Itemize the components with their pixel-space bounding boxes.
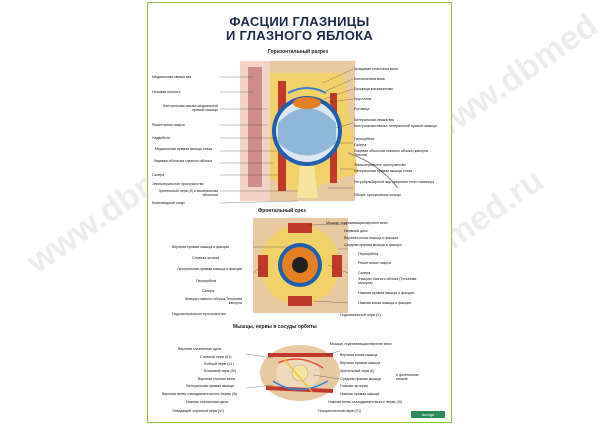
label-front-right-3: Средняя прямая мышца и фасция [344,243,402,247]
frontal-section-illustration [253,218,348,313]
label-muscles-right-2: Верхняя прямая мышца [340,361,381,365]
horizontal-section-illustration [240,61,399,201]
label-front-right-6: Склера [358,271,371,275]
label-horiz-left-9: Зрительный нерв (II) и вагинальная оболо… [158,189,218,197]
label-horiz-left-2: Контрольная связка медиальной прямой мыш… [163,104,218,112]
label-horiz-right-9: Лицевая оболочка глазного яблока (капсул… [354,149,428,157]
label-horiz-right-4: Роговица [354,107,370,111]
label-muscles-left-1: Слезный нерв (V1) [200,355,232,359]
label-horiz-right-7: Периорбита [354,137,375,141]
label-front-left-6: Надосклеральное пространство [172,312,226,316]
label-front-right-5: Решетчатые пазухи [358,261,391,265]
label-horiz-left-7: Склера [152,173,165,177]
label-horiz-left-10: Клиновидный синус [152,201,186,205]
label-muscles-right-0: Мышца, поднимающая верхнее веко [330,342,392,346]
label-muscles-right-8: Носоресничный нерв (V1) [318,409,362,413]
label-front-right-9: Нижняя косая мышца и фасция [358,301,411,305]
label-muscles-left-6: Верхняя ветвь глазодвигательного нерва (… [162,392,238,396]
label-front-left-1: Слезная железа [192,256,220,260]
label-horiz-left-3: Решетчатые пазухи [152,123,185,127]
label-front-left-5: Фасция глазного яблока Тенонова капсула [184,297,242,305]
label-horiz-right-6: Контрольная связка латеральной прямой мы… [354,124,437,128]
label-muscles-right-7: Нижняя ветвь глазодвигательного нерва (I… [328,400,402,404]
label-horiz-right-13: Общее сухожильное кольцо [354,193,401,197]
lens [293,97,321,109]
label-muscles-left-3: Блоковый нерв (IV) [204,369,237,373]
label-horiz-left-8: Эписклеральное пространство [152,182,204,186]
label-muscles-right-4: Средняя прямая мышца [340,377,381,381]
anatomy-poster: ФАСЦИИ ГЛАЗНИЦЫ И ГЛАЗНОГО ЯБЛОКА Горизо… [147,2,452,423]
illustration-layer [219,61,399,401]
label-front-left-4: Склера [202,289,215,293]
label-horiz-right-11: Латеральная прямая мышца глаза [354,169,412,173]
label-front-right-2: Верхняя косая мышца и фасция [344,236,399,240]
label-horiz-right-2: Луковица конъюнктивы [354,87,394,91]
label-muscles-right-6: Нижняя прямая мышца [340,392,380,396]
label-front-right-0: Мышца, поднимающая верхнее веко [326,221,388,225]
label-muscles-left-8: Отводящий черепной нерв (VI) [172,409,224,413]
label-muscles-left-0: Верхняя глазничная щель [178,347,222,351]
label-horiz-right-0: Хрящевая пластинка века [354,67,398,71]
label-horiz-left-6: Лицевая оболочка глазного яблока [153,159,212,163]
label-horiz-left-5: Медиальная прямая мышца глаза [154,147,212,151]
label-horiz-right-8: Склера [354,143,367,147]
label-muscles-bracket: в зрительном канале [396,373,419,381]
section-title-frontal: Фронтальный срез [258,208,306,214]
section-title-muscles: Мышцы, нервы и сосуды орбиты [233,324,317,330]
label-horiz-right-12: Ретробульбарный жир (жировое тело глазни… [354,180,435,184]
label-front-right-7: Фасция глазного яблока (Тенонова капсула… [358,277,417,285]
optic-nerve [297,166,318,198]
title-line-2: И ГЛАЗНОГО ЯБЛОКА [225,28,374,43]
label-muscles-right-3: Зрительный нерв (II) [340,369,375,373]
publisher-logo: doroga [411,411,445,418]
label-front-right-8: Нижняя прямая мышца и фасция [358,291,414,295]
label-muscles-left-2: Лобный нерв (V1) [204,362,234,366]
label-front-right-1: Нервный диск [344,229,368,233]
label-horiz-right-3: Хрусталик [354,97,372,101]
label-muscles-left-4: Верхняя глазная вена [198,377,235,381]
label-front-right-10: Подглазничный нерв (V) [340,313,381,317]
label-horiz-left-1: Носовая полость [152,90,181,94]
label-front-right-4: Периорбита [358,252,379,256]
title-line-1: ФАСЦИИ ГЛАЗНИЦЫ [229,14,370,29]
label-front-left-0: Верхняя прямая мышца и фасция [172,245,230,249]
label-horiz-right-10: Эписклеральное пространство [354,163,406,167]
label-front-left-3: Периорбита [196,279,217,283]
orbit-muscles-illustration [260,345,340,401]
label-muscles-left-5: Латеральная прямая мышца [186,384,235,388]
section-title-horizontal: Горизонтальный разрез [268,49,329,55]
label-muscles-right-5: Глазная артерия [340,384,368,388]
poster-title: ФАСЦИИ ГЛАЗНИЦЫ И ГЛАЗНОГО ЯБЛОКА [148,15,451,43]
label-muscles-left-7: Нижняя глазничная щель [186,400,229,404]
label-horiz-right-1: Конъюнктива века [354,77,385,81]
label-muscles-right-1: Верхняя косая мышца [340,353,378,357]
label-front-left-2: Латеральная прямая мышца и фасция [177,267,242,271]
label-horiz-right-5: Латеральная связка век [354,118,395,122]
label-horiz-left-4: Надкобита [152,136,170,140]
label-horiz-left-0: Медиальная связка век [152,75,192,79]
